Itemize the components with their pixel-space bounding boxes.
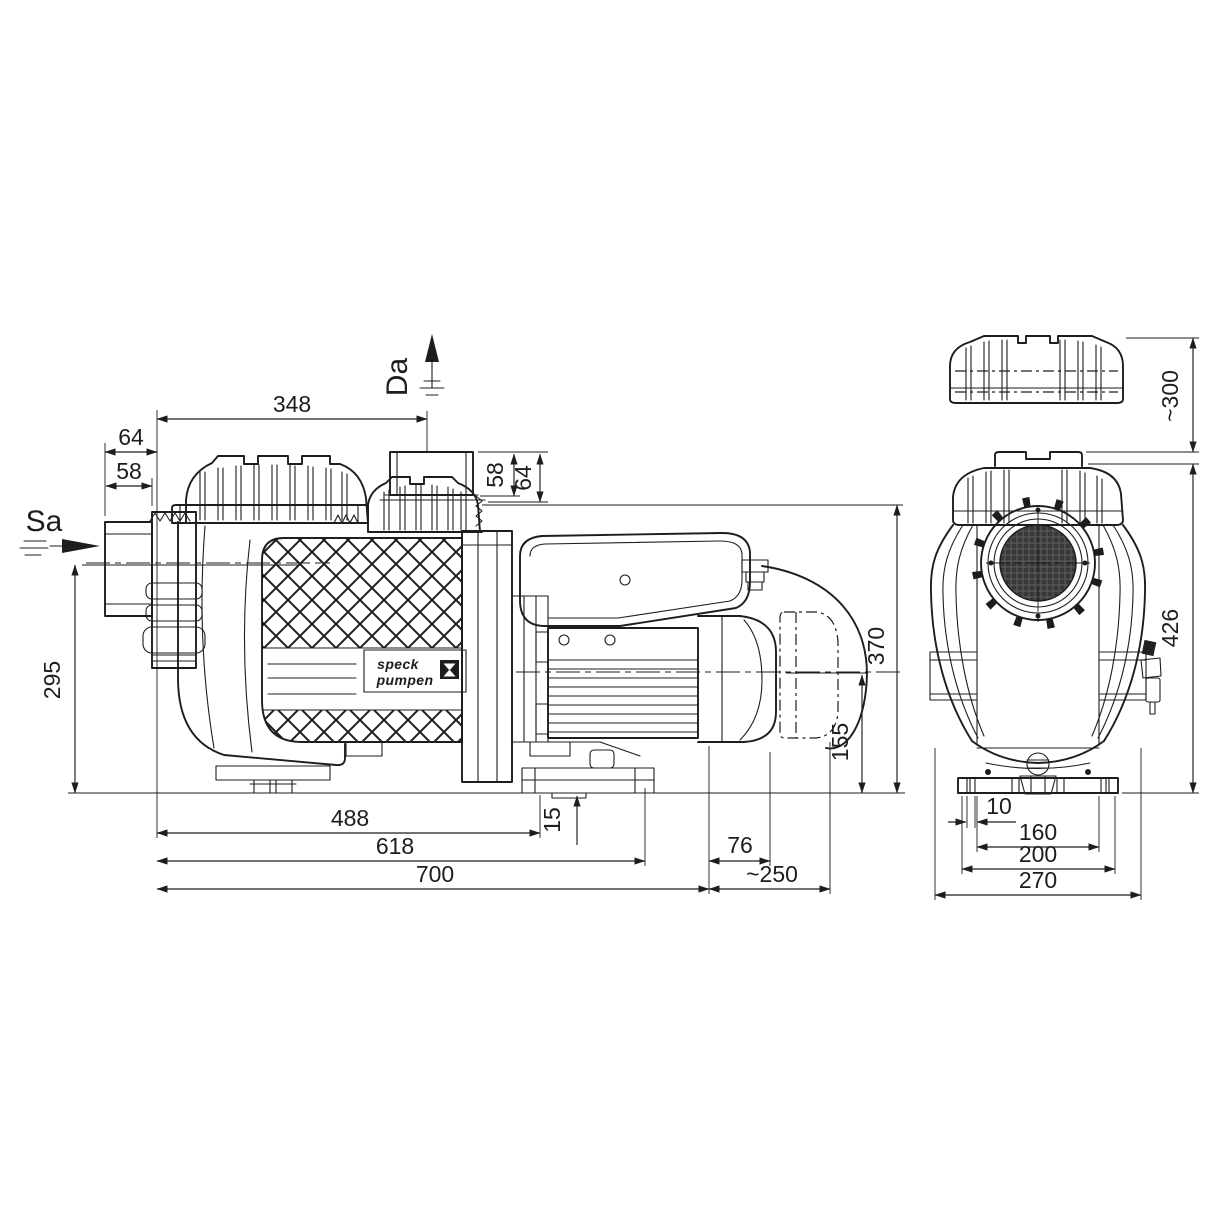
arrow-up-icon (425, 334, 439, 362)
housing-wings (929, 524, 1147, 746)
dim-426: 426 (1157, 609, 1183, 647)
strainer-housing (171, 504, 369, 767)
pressure-switch-plug (1140, 639, 1162, 715)
power-cable (761, 565, 868, 750)
dim-15: 15 (539, 807, 565, 833)
motor-flange (461, 530, 549, 783)
logo-word-1: speck (377, 656, 420, 672)
discharge-port (367, 451, 486, 533)
suction-label: Sa (26, 505, 63, 538)
dim-76: 76 (727, 832, 753, 858)
motor (519, 532, 868, 750)
dim-200: 200 (1019, 841, 1057, 867)
dimension-labels: 348 64 58 58 64 295 370 155 15 488 618 7… (39, 370, 1183, 893)
strainer-lid-cap (185, 455, 369, 524)
cable-gland (741, 559, 769, 591)
front-view (929, 335, 1162, 795)
side-view: speck pumpen (86, 451, 900, 799)
suction-flow-arrow: Sa (19, 505, 100, 556)
dim-270: 270 (1019, 867, 1057, 893)
pump-feet (215, 741, 655, 799)
dim-58-left: 58 (116, 458, 142, 484)
front-lid-cap (952, 451, 1124, 526)
lid-top-view (949, 335, 1124, 404)
dimension-lines (71, 337, 1197, 899)
dim-488: 488 (331, 805, 369, 831)
dim-700: 700 (416, 861, 454, 887)
dim-348: 348 (273, 391, 311, 417)
dim-64-left: 64 (118, 424, 144, 450)
brand-logo: speck pumpen (363, 649, 467, 693)
dim-10: 10 (986, 793, 1012, 819)
dim-155: 155 (827, 723, 853, 761)
discharge-flow-arrow: Da (381, 334, 445, 397)
suction-port (104, 511, 206, 669)
dim-295: 295 (39, 661, 65, 699)
dim-58-discharge: 58 (482, 462, 508, 488)
discharge-label: Da (381, 358, 414, 397)
logo-word-2: pumpen (376, 672, 434, 688)
dim-618: 618 (376, 833, 414, 859)
extension-lines (68, 337, 1199, 900)
arrow-right-icon (62, 539, 100, 553)
pump-casing: speck pumpen (261, 537, 467, 757)
dim-160: 160 (1019, 819, 1057, 845)
front-base (957, 740, 1119, 795)
dim-64-discharge: 64 (510, 465, 536, 491)
phantom-connector (779, 611, 839, 739)
dim-370: 370 (863, 627, 889, 665)
dim-250: ~250 (746, 861, 798, 887)
dim-300: ~300 (1157, 370, 1183, 422)
